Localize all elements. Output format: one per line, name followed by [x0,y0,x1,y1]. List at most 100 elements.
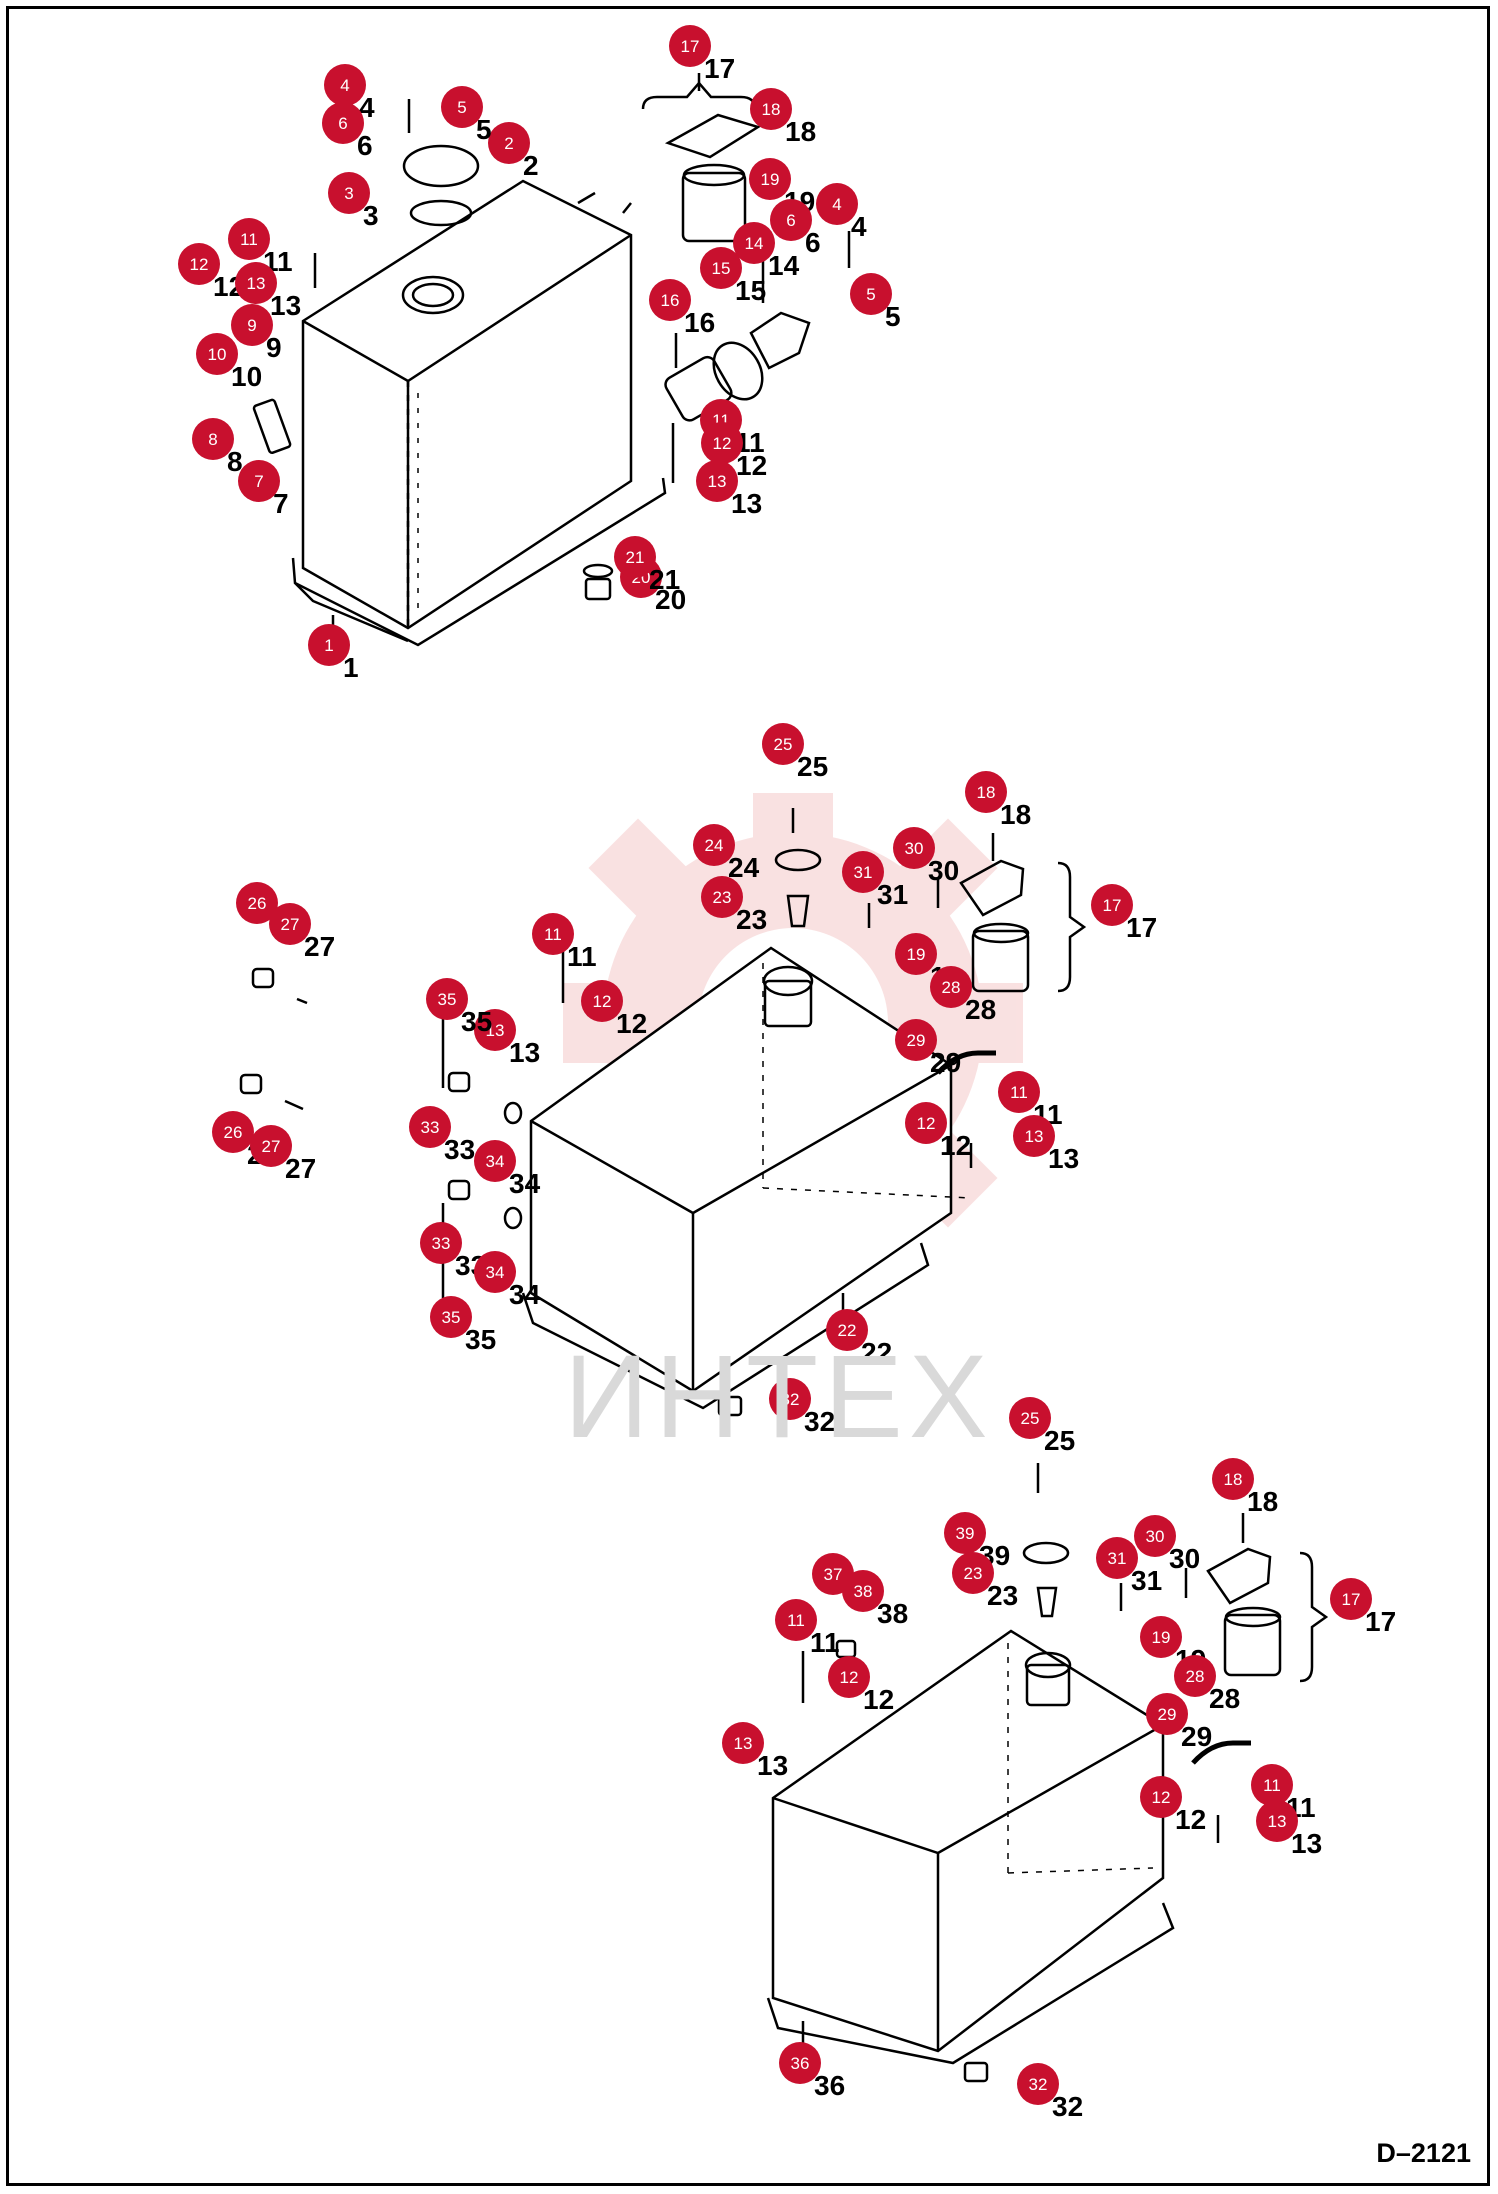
callout-marker[interactable] [895,933,937,975]
callout-marker[interactable] [722,1722,764,1764]
callout-marker[interactable] [762,723,804,765]
callout-marker[interactable] [1330,1578,1372,1620]
callout-marker[interactable] [196,333,238,375]
callout-marker[interactable] [930,966,972,1008]
callout-1[interactable]: 11 [308,624,359,683]
callout-marker[interactable] [1212,1458,1254,1500]
callout-marker[interactable] [965,771,1007,813]
callout-marker[interactable] [426,978,468,1020]
callout-marker[interactable] [1140,1776,1182,1818]
callout-marker[interactable] [231,304,273,346]
callout-marker[interactable] [842,1570,884,1612]
callout-marker[interactable] [238,460,280,502]
callout-2[interactable]: 22 [488,122,539,181]
callout-marker[interactable] [1251,1764,1293,1806]
callout-marker[interactable] [769,1378,811,1420]
callout-marker[interactable] [696,460,738,502]
callout-marker[interactable] [614,536,656,578]
callout-marker[interactable] [1009,1397,1051,1439]
callout-marker[interactable] [192,418,234,460]
callout-marker[interactable] [1013,1115,1055,1157]
callout-marker[interactable] [733,222,775,264]
callout-marker[interactable] [228,218,270,260]
callout-5[interactable]: 55 [850,273,901,332]
callout-marker[interactable] [1017,2063,1059,2105]
callout-marker[interactable] [488,122,530,164]
callout-marker[interactable] [474,1251,516,1293]
callout-5[interactable]: 55 [441,86,492,145]
callout-marker[interactable] [826,1309,868,1351]
callout-marker[interactable] [324,64,366,106]
callout-marker[interactable] [409,1106,451,1148]
callout-marker[interactable] [250,1125,292,1167]
callout-marker[interactable] [944,1512,986,1554]
callout-marker[interactable] [649,279,691,321]
callout-marker[interactable] [441,86,483,128]
callout-marker[interactable] [328,172,370,214]
callout-marker[interactable] [269,903,311,945]
callout-6[interactable]: 66 [770,199,821,258]
callout-marker[interactable] [693,824,735,866]
callout-21[interactable]: 2121 [614,536,680,595]
callout-marker[interactable] [1091,884,1133,926]
callout-marker[interactable] [474,1009,516,1051]
callout-3[interactable]: 33 [328,172,379,231]
callout-marker[interactable] [430,1296,472,1338]
callout-marker[interactable] [779,2042,821,2084]
callout-marker[interactable] [828,1656,870,1698]
callout-9[interactable]: 99 [231,304,282,363]
callout-marker[interactable] [842,851,884,893]
callout-marker[interactable] [750,88,792,130]
callout-marker[interactable] [420,1222,462,1264]
callout-marker[interactable] [1096,1537,1138,1579]
callout-marker[interactable] [816,183,858,225]
callout-marker[interactable] [178,243,220,285]
callout-marker[interactable] [235,262,277,304]
callout-marker[interactable] [770,199,812,241]
callout-marker[interactable] [669,25,711,67]
callout-marker[interactable] [322,102,364,144]
callout-8[interactable]: 88 [192,418,243,477]
callout-marker[interactable] [701,876,743,918]
callout-marker[interactable] [212,1111,254,1153]
callout-marker[interactable] [952,1552,994,1594]
